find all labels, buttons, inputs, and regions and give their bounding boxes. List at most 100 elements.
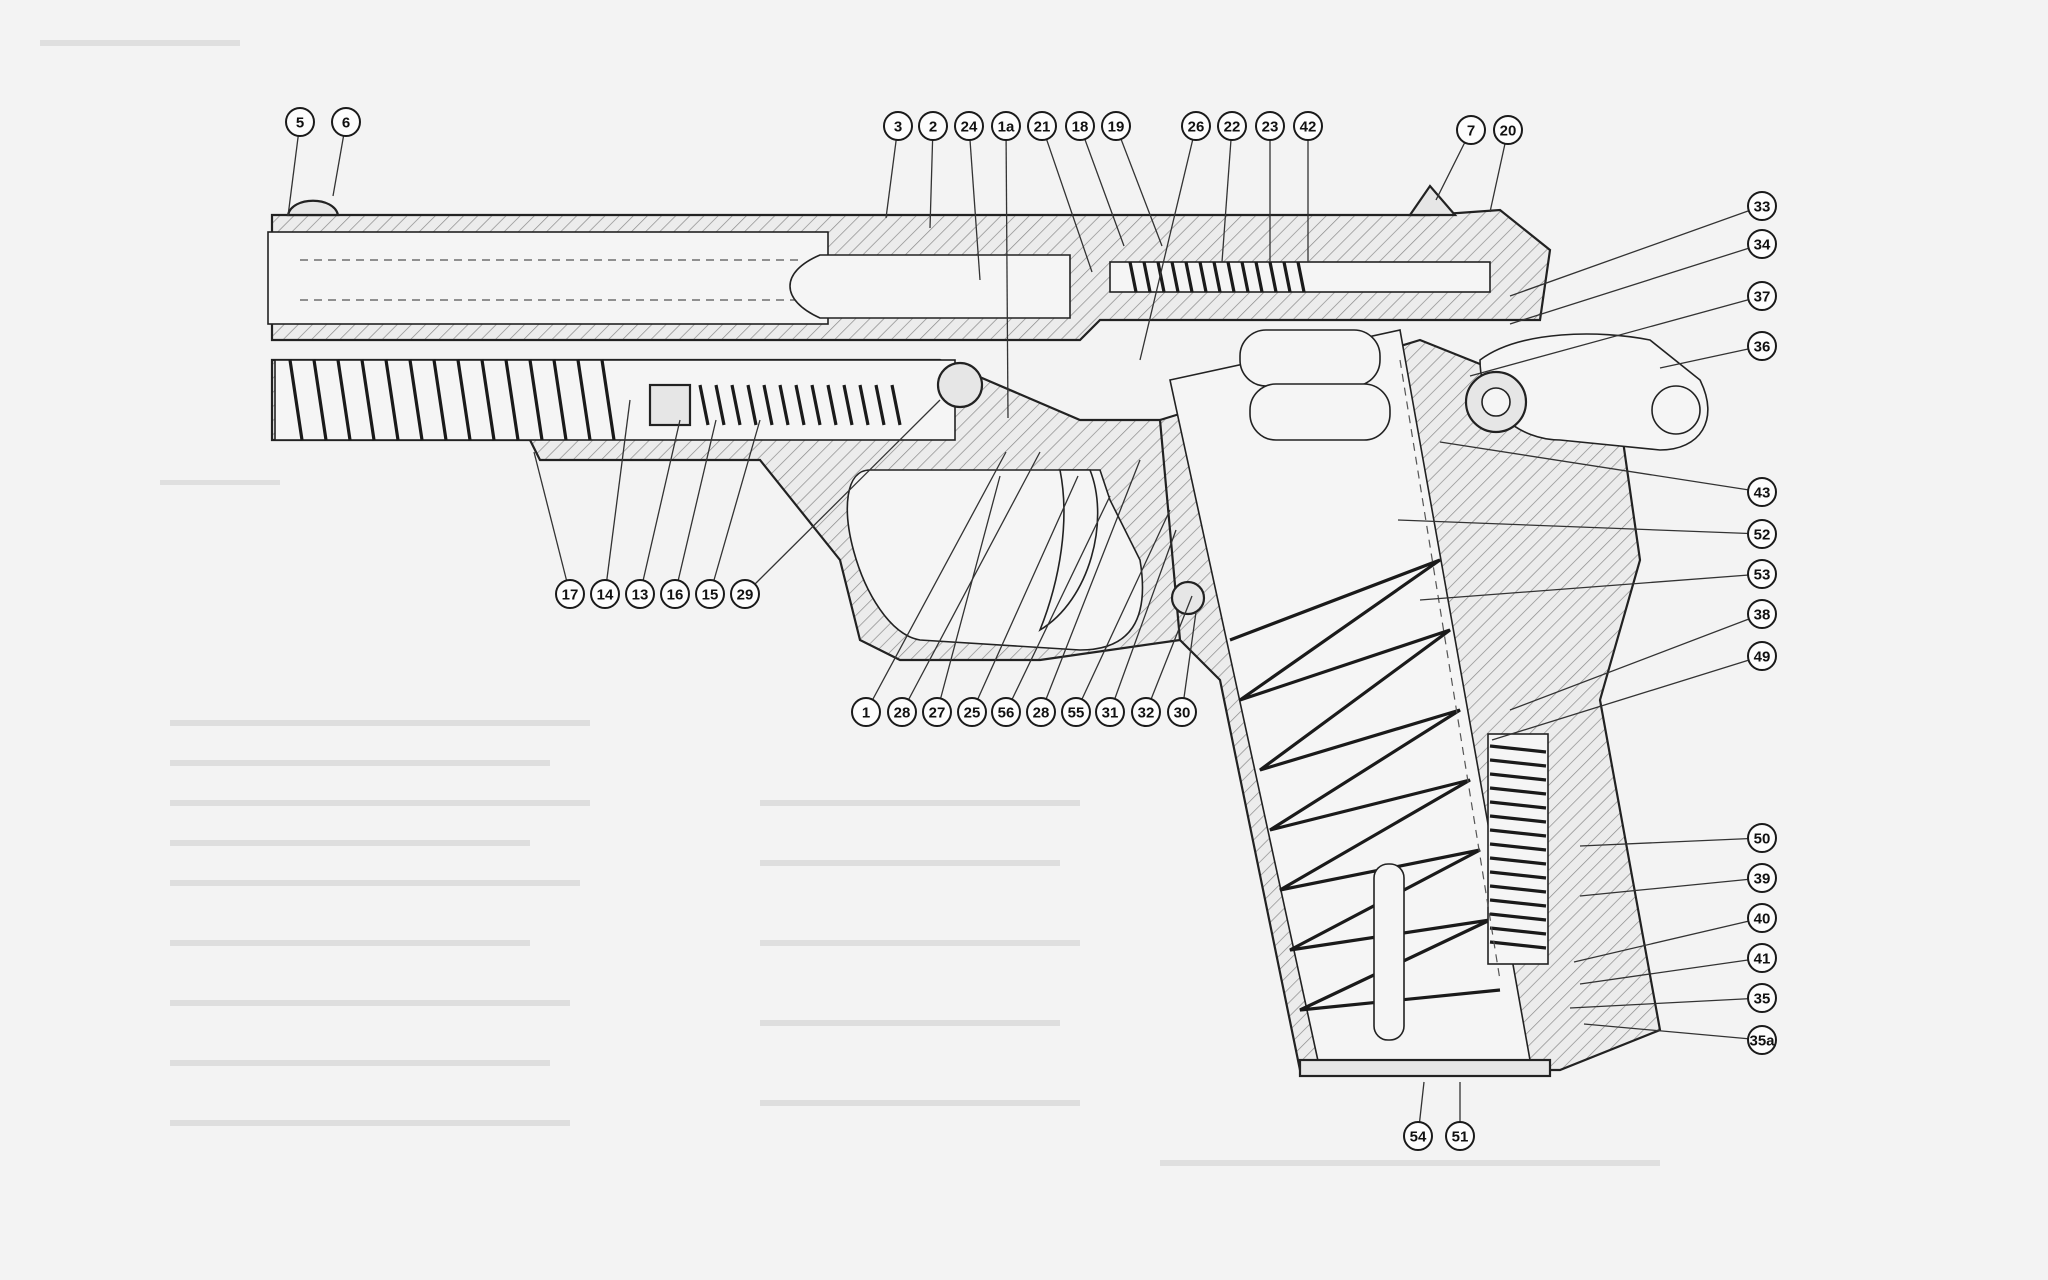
callout-circle	[1255, 111, 1285, 141]
callout-part-38: 38	[1509, 599, 1777, 711]
callout-part-55: 55	[1061, 509, 1171, 727]
callout-circle	[1747, 641, 1777, 671]
callout-number: 3	[894, 119, 902, 136]
callout-number: 2	[929, 119, 937, 136]
callout-number: 55	[1068, 705, 1085, 722]
callout-number: 28	[894, 705, 911, 722]
callout-circle	[957, 697, 987, 727]
callout-part-17: 17	[533, 451, 585, 609]
callout-part-1: 1	[851, 451, 1007, 727]
callout-leader-line	[533, 451, 571, 595]
callout-leader-line	[1181, 611, 1197, 713]
callout-part-36: 36	[1659, 331, 1777, 369]
callout-circle	[1747, 903, 1777, 933]
callout-number: 16	[667, 587, 684, 604]
callout-leader-line	[674, 419, 717, 595]
callout-number: 52	[1754, 527, 1771, 544]
callout-circle	[1747, 983, 1777, 1013]
callout-number: 31	[1102, 705, 1119, 722]
callout-leader-line	[1109, 529, 1177, 713]
callout-number: 50	[1754, 831, 1771, 848]
callout-number: 7	[1467, 123, 1475, 140]
recoil-spring	[288, 359, 616, 441]
callout-circle	[331, 107, 361, 137]
callout-circle	[1403, 1121, 1433, 1151]
callout-circle	[1747, 281, 1777, 311]
callout-number: 15	[702, 587, 719, 604]
callout-circle	[1747, 599, 1777, 629]
callout-part-1a: 1a	[991, 111, 1021, 419]
callout-number: 28	[1033, 705, 1050, 722]
callout-leader-line	[639, 419, 681, 595]
callout-circle	[1747, 863, 1777, 893]
chambered-cartridge	[789, 254, 1071, 319]
callout-circle	[1217, 111, 1247, 141]
callout-circle	[851, 697, 881, 727]
callout-number: 34	[1754, 237, 1771, 254]
callout-circle	[1747, 519, 1777, 549]
callout-number: 13	[632, 587, 649, 604]
callout-leader-line	[901, 451, 1041, 713]
callout-circle	[1747, 559, 1777, 589]
callout-leader-line	[744, 399, 941, 595]
callout-leader-line	[1579, 837, 1763, 847]
callout-part-52: 52	[1397, 519, 1777, 549]
callout-part-56: 56	[991, 495, 1111, 727]
callout-part-22: 22	[1217, 111, 1247, 263]
callout-number: 19	[1108, 119, 1125, 136]
callout-part-39: 39	[1579, 863, 1777, 897]
callout-part-40: 40	[1573, 903, 1777, 963]
callout-circle	[887, 697, 917, 727]
callout-leader-line	[604, 399, 631, 595]
magazine-base-plate	[1298, 1058, 1552, 1078]
callout-leader-line	[1419, 573, 1763, 601]
callout-circle	[1747, 943, 1777, 973]
callout-part-7: 7	[1435, 115, 1486, 201]
callout-number: 53	[1754, 567, 1771, 584]
callout-circle	[922, 697, 952, 727]
pistol-illustration	[267, 184, 1709, 1078]
callout-circle	[1293, 111, 1323, 141]
callout-number: 41	[1754, 951, 1771, 968]
callout-leader-line	[865, 451, 1007, 713]
callout-number: 38	[1754, 607, 1771, 624]
callout-leader-line	[885, 125, 899, 219]
callout-circle	[1747, 823, 1777, 853]
callout-leader-line	[1509, 205, 1763, 297]
callout-circle	[555, 579, 585, 609]
callout-part-23: 23	[1255, 111, 1285, 262]
callout-part-26: 26	[1139, 111, 1211, 361]
callout-number: 35a	[1749, 1033, 1775, 1050]
callout-part-20: 20	[1489, 115, 1523, 213]
callout-number: 56	[998, 705, 1015, 722]
callout-number: 54	[1410, 1129, 1427, 1146]
callout-part-35a: 35a	[1583, 1023, 1777, 1055]
callout-circle	[1493, 115, 1523, 145]
callout-number: 5	[296, 115, 304, 132]
callout-circle	[1131, 697, 1161, 727]
callout-part-37: 37	[1469, 281, 1777, 377]
callout-number: 20	[1500, 123, 1517, 140]
callout-number: 36	[1754, 339, 1771, 356]
callout-number: 51	[1452, 1129, 1469, 1146]
callout-circle	[1747, 191, 1777, 221]
callout-leader-line	[1583, 1023, 1763, 1041]
callout-number: 21	[1034, 119, 1051, 136]
callout-leader-line	[1579, 957, 1763, 985]
callout-circle	[1747, 477, 1777, 507]
firing-pin-spring	[1128, 261, 1306, 293]
mainspring	[1489, 744, 1547, 950]
magazine-spring	[1229, 558, 1501, 1012]
callout-circle	[1095, 697, 1125, 727]
callout-circle	[1026, 697, 1056, 727]
callout-part-21: 21	[1027, 111, 1093, 273]
callout-circle	[730, 579, 760, 609]
recoil-spring-housing	[274, 359, 956, 441]
callout-part-29: 29	[730, 399, 941, 609]
callout-leader-line	[1079, 125, 1125, 247]
callout-leader-line	[1491, 655, 1763, 741]
callout-number: 17	[562, 587, 579, 604]
callout-number: 1	[862, 705, 870, 722]
callout-part-54: 54	[1403, 1081, 1433, 1151]
callout-part-43: 43	[1439, 441, 1777, 507]
